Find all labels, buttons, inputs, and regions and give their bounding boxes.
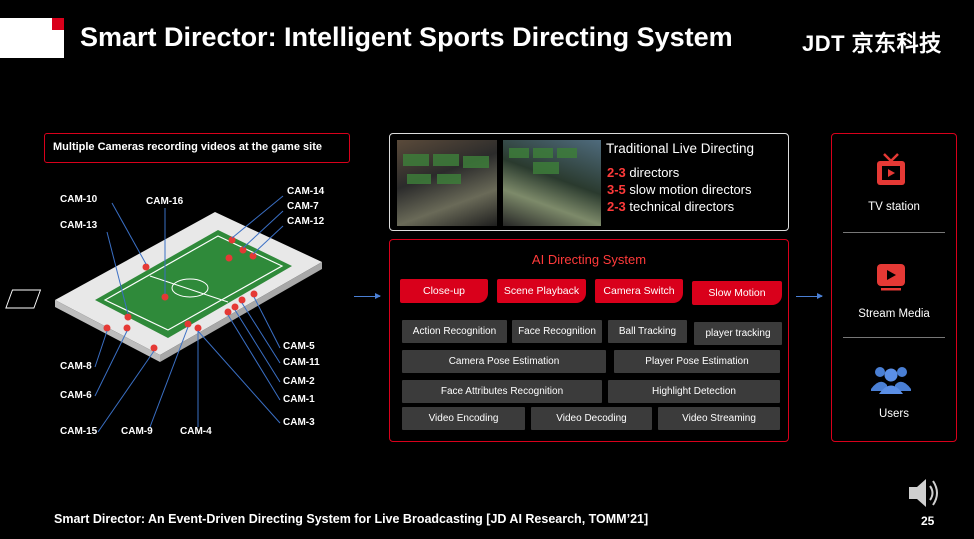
staff-line: 2-3 technical directors <box>607 199 735 214</box>
outputs-panel <box>831 133 957 442</box>
camera-markers <box>103 236 258 352</box>
cam-label: CAM-2 <box>283 376 315 387</box>
football-field <box>95 230 292 338</box>
output-stream-media: Stream Media <box>858 308 930 320</box>
slide-title: Smart Director: Intelligent Sports Direc… <box>80 22 733 52</box>
cam-label: CAM-11 <box>283 357 320 368</box>
cam-label: CAM-8 <box>60 361 92 372</box>
citation-footer: Smart Director: An Event-Driven Directin… <box>54 512 649 526</box>
brand-logo: JDT 京东科技 <box>802 31 942 56</box>
stream-media-icon <box>877 264 905 291</box>
staff-line: 3-5 slow motion directors <box>607 182 752 197</box>
function-camera-switch: Camera Switch <box>595 279 683 303</box>
flow-arrow-right <box>354 293 381 299</box>
output-users: Users <box>878 408 910 420</box>
cam-label: CAM-10 <box>60 194 98 205</box>
cam-label: CAM-15 <box>60 426 98 437</box>
module-tile: Face Attributes Recognition <box>402 380 602 403</box>
cam-label: CAM-13 <box>60 220 98 231</box>
module-tile: Action Recognition <box>402 320 507 343</box>
cam-label: CAM-16 <box>146 196 184 207</box>
logo-red-square <box>52 18 64 30</box>
module-tile: Highlight Detection <box>608 380 780 403</box>
module-tile: Video Encoding <box>402 407 525 430</box>
function-close-up: Close-up <box>400 279 488 303</box>
module-tile: Face Recognition <box>512 320 602 343</box>
cam-label: CAM-12 <box>287 216 325 227</box>
cam-label: CAM-5 <box>283 341 315 352</box>
page-number: 25 <box>921 514 935 528</box>
module-tile: Video Streaming <box>658 407 780 430</box>
divider <box>843 232 945 233</box>
function-slow-motion: Slow Motion <box>692 281 782 305</box>
control-room-photo <box>397 140 497 226</box>
output-tv-station: TV station <box>868 201 920 213</box>
cam-label: CAM-3 <box>283 417 315 428</box>
module-tile: Video Decoding <box>531 407 652 430</box>
traditional-title: Traditional Live Directing <box>606 141 755 156</box>
speaker-icon[interactable] <box>906 474 942 512</box>
tv-icon <box>877 153 905 185</box>
module-tile: Ball Tracking <box>608 320 687 343</box>
module-tile: player tracking <box>694 322 782 345</box>
cam-label: CAM-1 <box>283 394 315 405</box>
cam-label: CAM-4 <box>180 426 212 437</box>
cam-label: CAM-9 <box>121 426 153 437</box>
flow-arrow-right <box>796 293 823 299</box>
staff-line: 2-3 directors <box>607 165 680 180</box>
ai-directing-panel <box>389 239 789 442</box>
traditional-directing-panel <box>389 133 789 231</box>
cam-label: CAM-14 <box>287 186 325 197</box>
cam-label: CAM-6 <box>60 390 92 401</box>
module-tile: Player Pose Estimation <box>614 350 780 373</box>
module-tile: Camera Pose Estimation <box>402 350 606 373</box>
cam-label: CAM-7 <box>287 201 319 212</box>
cameras-caption: Multiple Cameras recording videos at the… <box>44 133 350 163</box>
control-room-photo <box>503 140 601 226</box>
function-scene-playback: Scene Playback <box>497 279 586 303</box>
users-icon <box>871 367 911 394</box>
ai-title: AI Directing System <box>531 252 647 267</box>
divider <box>843 337 945 338</box>
